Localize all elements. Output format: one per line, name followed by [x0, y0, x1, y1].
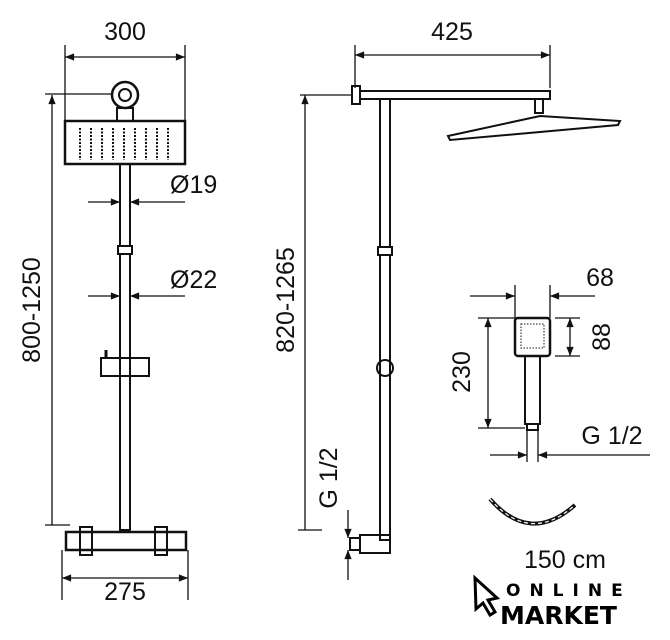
side-view — [298, 45, 622, 580]
dim-width-bottom: 275 — [104, 578, 146, 606]
hand-shower-view — [470, 285, 650, 526]
dim-hand-length: 230 — [448, 351, 476, 393]
logo-line2: MARKET — [500, 601, 617, 630]
logo-line1: ONLINE — [506, 581, 632, 601]
thermostatic-mixer — [64, 530, 188, 552]
dim-height-side: 820-1265 — [272, 247, 300, 353]
dim-inlet-thread: G 1/2 — [315, 447, 343, 508]
dim-hand-thread: G 1/2 — [581, 422, 642, 450]
front-view — [45, 45, 189, 600]
dim-pipe-lower: Ø22 — [170, 266, 217, 294]
online-market-logo: ONLINE MARKET — [470, 572, 670, 640]
dim-height-front: 800-1250 — [18, 257, 46, 363]
dim-hand-head-height: 88 — [588, 323, 616, 351]
hand-shower-holder — [100, 357, 150, 377]
dim-width-top: 300 — [104, 18, 146, 46]
dim-arm-length: 425 — [431, 18, 473, 46]
rain-head-side — [446, 114, 622, 142]
dim-hand-width: 68 — [586, 264, 614, 292]
cursor-icon — [473, 574, 501, 618]
dim-pipe-upper: Ø19 — [170, 171, 217, 199]
hose-length: 150 cm — [524, 546, 606, 574]
